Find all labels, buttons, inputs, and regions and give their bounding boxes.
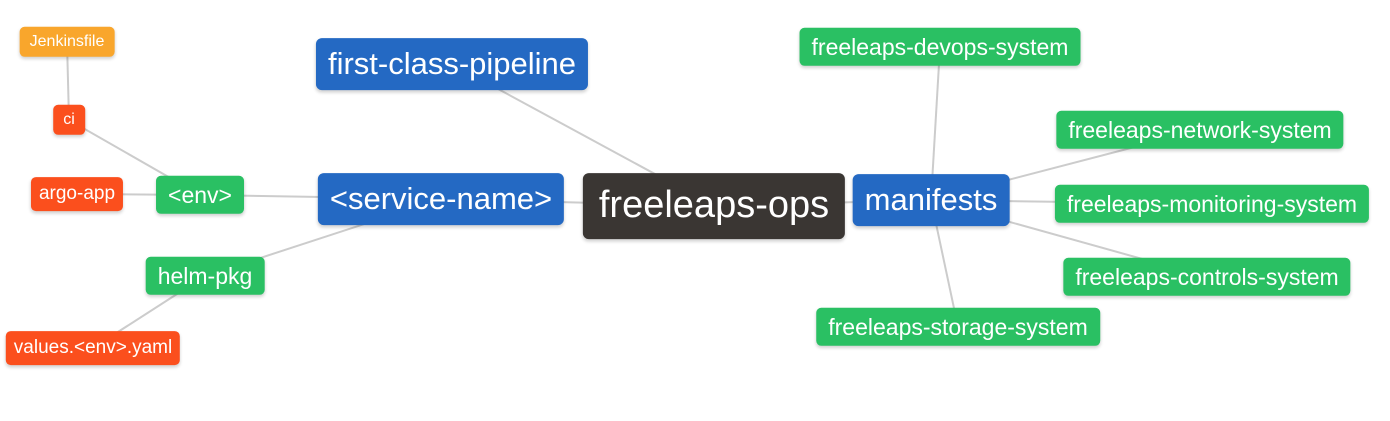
node-label: freeleaps-monitoring-system: [1066, 190, 1358, 217]
node-label: ci: [63, 110, 75, 128]
node-label: <env>: [168, 181, 232, 208]
node-freeleaps-monitoring-system[interactable]: freeleaps-monitoring-system: [1054, 184, 1370, 224]
node-label: argo-app: [38, 183, 116, 205]
node-label: values.<env>.yaml: [13, 337, 173, 359]
node-jenkinsfile[interactable]: Jenkinsfile: [19, 26, 115, 58]
node-first-class-pipeline[interactable]: first-class-pipeline: [315, 38, 589, 90]
node-service-name[interactable]: <service-name>: [317, 173, 565, 225]
node-freeleaps-storage-system[interactable]: freeleaps-storage-system: [816, 307, 1100, 347]
node-values-env-yaml[interactable]: values.<env>.yaml: [5, 331, 181, 365]
node-label: first-class-pipeline: [327, 46, 577, 82]
node-freeleaps-devops-system[interactable]: freeleaps-devops-system: [799, 27, 1081, 67]
node-freeleaps-controls-system[interactable]: freeleaps-controls-system: [1063, 257, 1351, 297]
node-freeleaps-network-system[interactable]: freeleaps-network-system: [1056, 110, 1344, 150]
node-label: manifests: [864, 182, 998, 218]
node-label: helm-pkg: [157, 262, 253, 289]
node-freeleaps-ops[interactable]: freeleaps-ops: [582, 173, 846, 239]
node-label: freeleaps-controls-system: [1075, 263, 1339, 290]
node-ci[interactable]: ci: [53, 104, 85, 136]
node-label: freeleaps-storage-system: [828, 313, 1088, 340]
node-manifests[interactable]: manifests: [852, 174, 1010, 226]
node-label: <service-name>: [329, 181, 553, 217]
node-argo-app[interactable]: argo-app: [30, 177, 124, 211]
node-label: freeleaps-ops: [598, 184, 830, 227]
node-label: freeleaps-devops-system: [811, 33, 1069, 60]
node-env[interactable]: <env>: [156, 175, 244, 215]
node-label: freeleaps-network-system: [1068, 116, 1332, 143]
node-label: Jenkinsfile: [29, 32, 105, 50]
node-helm-pkg[interactable]: helm-pkg: [145, 256, 265, 296]
